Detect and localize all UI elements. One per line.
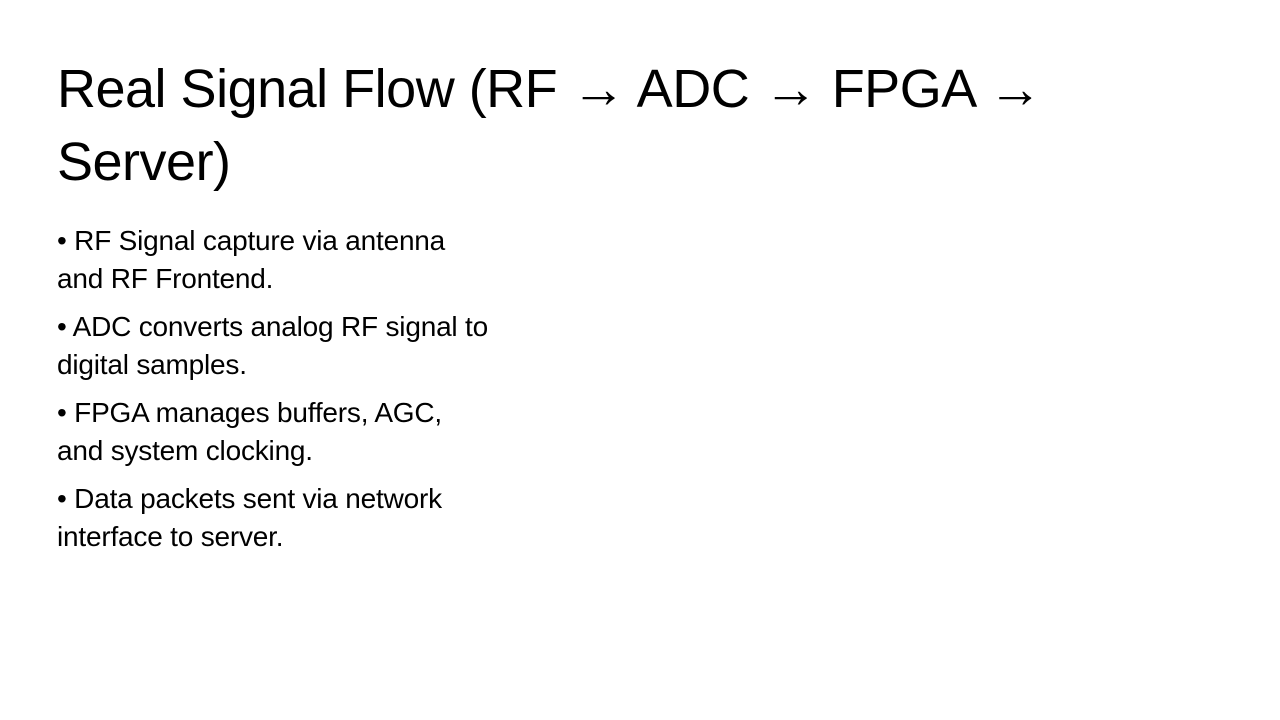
bullet-item-rf-capture: • RF Signal capture via antenna and RF F… bbox=[57, 225, 446, 294]
bullet-item-network-send: • Data packets sent via network interfac… bbox=[57, 483, 442, 552]
bullet-item-adc-convert: • ADC converts analog RF signal to digit… bbox=[57, 311, 488, 380]
slide-title: Real Signal Flow (RF → ADC → FPGA → Serv… bbox=[57, 59, 1042, 192]
bullet-item-fpga-manage: • FPGA manages buffers, AGC, and system … bbox=[57, 397, 442, 466]
bullet-list: • RF Signal capture via antenna and RF F… bbox=[57, 222, 697, 566]
